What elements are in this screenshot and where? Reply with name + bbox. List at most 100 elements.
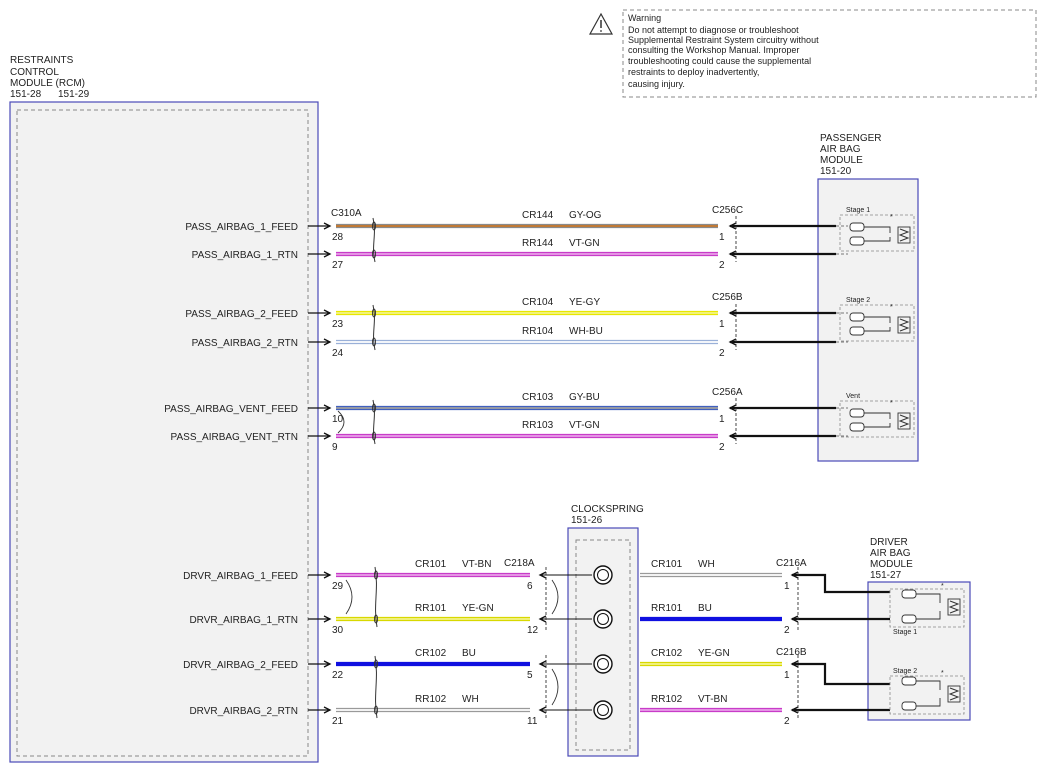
squib-lead xyxy=(916,593,941,620)
squib-terminal xyxy=(849,312,865,322)
squib-terminal xyxy=(901,614,917,624)
clockspring: CLOCKSPRING 151-26 C218A C216A C216B xyxy=(504,504,807,757)
rcm-pin-arrow xyxy=(323,706,332,714)
rcm-pin-arrow xyxy=(323,309,332,317)
circuit-id-label: CR144 xyxy=(522,210,554,221)
squib-outline xyxy=(839,304,915,342)
wire-color-label: YE-GN xyxy=(698,648,730,659)
twist-bracket xyxy=(345,579,353,615)
squib-terminal xyxy=(901,701,917,711)
rcm-signal-label: PASS_AIRBAG_1_RTN xyxy=(192,250,298,261)
rcm-signal-label: PASS_AIRBAG_VENT_RTN xyxy=(171,432,298,443)
squib-igniter-box xyxy=(947,598,961,616)
twist-bracket xyxy=(337,410,345,434)
squib-marker: * xyxy=(890,304,893,311)
squib-marker: * xyxy=(941,583,944,590)
squib-lead xyxy=(916,680,941,707)
passenger-stage-label: Stage 1 xyxy=(846,207,870,214)
clockspring-ring-inner xyxy=(597,569,609,581)
circuit-id-label: CR101 xyxy=(415,559,447,570)
driver-module-name-line: DRIVER xyxy=(870,537,908,548)
rcm-pin-arrow xyxy=(323,615,332,623)
clockspring-ring-inner xyxy=(597,704,609,716)
driver-module-name-line: MODULE xyxy=(870,559,913,570)
passenger-module-name-line: AIR BAG xyxy=(820,144,861,155)
wire-color-label: GY-BU xyxy=(569,392,600,403)
clockspring-pin-number: 11 xyxy=(527,716,538,727)
rcm-ref-b: 151-29 xyxy=(58,89,90,100)
squib-lead xyxy=(864,412,891,428)
clockspring-ref: 151-26 xyxy=(571,515,603,526)
clockspring-ring-inner xyxy=(597,658,609,670)
clockspring-box xyxy=(567,527,639,757)
connector-pin-number: 2 xyxy=(784,716,790,727)
wire-crossing-mark xyxy=(371,221,377,231)
rcm-name-line: RESTRAINTS xyxy=(10,55,74,66)
circuit-id-label: CR104 xyxy=(522,297,554,308)
rcm-signal-label: DRVR_AIRBAG_1_RTN xyxy=(189,615,298,626)
driver-module-feed-wire xyxy=(792,662,890,686)
connector-pin-number: 1 xyxy=(719,232,725,243)
wire-color-label: VT-GN xyxy=(569,238,600,249)
rcm-signal-label: PASS_AIRBAG_2_RTN xyxy=(192,338,298,349)
squib-igniter-zigzag xyxy=(948,687,960,701)
clockspring-right-connector-2: C216B xyxy=(776,647,807,658)
squib-igniter-box xyxy=(897,226,911,244)
rcm-signal-label: PASS_AIRBAG_VENT_FEED xyxy=(164,404,298,415)
warning-line: consulting the Workshop Manual. Improper xyxy=(628,45,799,55)
circuit-id-label: RR101 xyxy=(651,603,683,614)
warning-panel: Warning Do not attempt to diagnose or tr… xyxy=(588,9,1037,98)
wire-crossing-mark xyxy=(371,249,377,259)
wire-color-label: WH-BU xyxy=(569,326,603,337)
circuit-id-label: RR101 xyxy=(415,603,447,614)
rcm-connector-label: C310A xyxy=(331,208,362,219)
wire-crossing-mark xyxy=(371,403,377,413)
squib-terminal xyxy=(849,422,865,432)
rcm-name-line: CONTROL xyxy=(10,67,59,78)
squib-lead xyxy=(864,226,891,242)
circuit-id-label: CR103 xyxy=(522,392,554,403)
rcm-module: RESTRAINTS CONTROL MODULE (RCM) 151-28 1… xyxy=(9,55,362,763)
clockspring-name: CLOCKSPRING xyxy=(571,504,644,515)
passenger-airbag-module: PASSENGER AIR BAG MODULE 151-20 Stage 1 … xyxy=(817,133,919,462)
wire-crossing-mark xyxy=(373,659,379,669)
circuit-id-label: CR102 xyxy=(651,648,683,659)
passenger-stage-label: Vent xyxy=(846,393,860,400)
squib-outline xyxy=(839,400,915,438)
warning-triangle-icon xyxy=(588,12,614,35)
squib-terminal xyxy=(849,408,865,418)
rcm-name-line: MODULE (RCM) xyxy=(10,78,85,89)
connector-pin-number: 2 xyxy=(719,442,725,453)
squib-igniter-box xyxy=(947,685,961,703)
squib-igniter-box xyxy=(897,316,911,334)
passenger-stage-label: Stage 2 xyxy=(846,297,870,304)
squib-igniter-box xyxy=(897,412,911,430)
wire-color-label: WH xyxy=(698,559,715,570)
rcm-pin-arrow xyxy=(323,660,332,668)
clockspring-inner-box xyxy=(575,539,631,751)
clockspring-pin-number: 5 xyxy=(527,670,533,681)
rcm-pin-number: 10 xyxy=(332,414,344,425)
wire-crossing-mark xyxy=(373,570,379,580)
connector-pin-number: 2 xyxy=(719,348,725,359)
squib-terminal xyxy=(849,222,865,232)
rcm-pin-arrow xyxy=(323,222,332,230)
warning-line: troubleshooting could cause the suppleme… xyxy=(628,56,811,66)
rcm-pin-arrow xyxy=(323,338,332,346)
twisted-pair-mark xyxy=(374,655,378,719)
rcm-ref-a: 151-28 xyxy=(10,89,42,100)
twisted-pair-mark xyxy=(374,566,378,628)
driver-module-feed-wire xyxy=(792,573,890,594)
clockspring-pin-number: 6 xyxy=(527,581,533,592)
squib-marker: * xyxy=(890,400,893,407)
wire-crossing-mark xyxy=(373,614,379,624)
circuit-id-label: RR102 xyxy=(651,694,683,705)
circuit-id-label: RR104 xyxy=(522,326,554,337)
squib-terminal xyxy=(849,236,865,246)
circuit-id-label: CR101 xyxy=(651,559,683,570)
squib-marker: * xyxy=(941,670,944,677)
rcm-pin-number: 28 xyxy=(332,232,344,243)
rcm-pin-arrow xyxy=(323,571,332,579)
squib-igniter-zigzag xyxy=(898,318,910,332)
